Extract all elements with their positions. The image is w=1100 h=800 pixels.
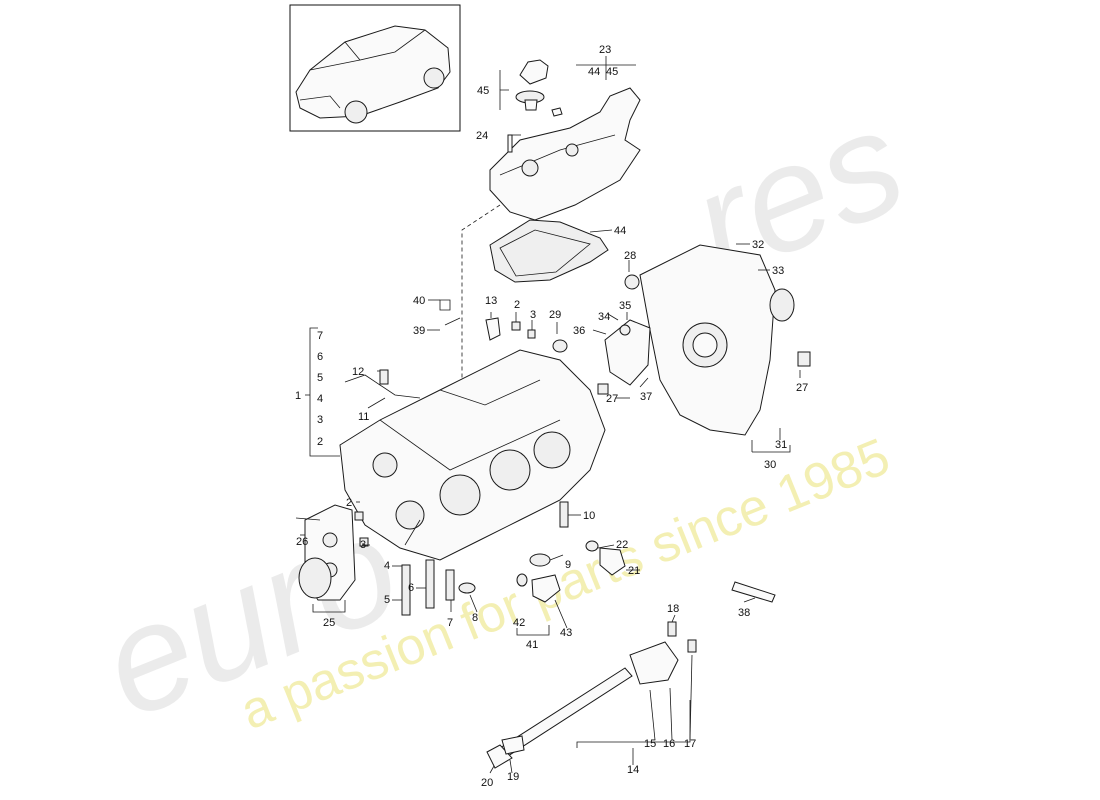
callout-16: 16 [663,738,675,750]
callout-43: 43 [560,627,572,639]
callout-23: 23 [599,44,611,56]
callout-4a: 4 [317,393,323,405]
callout-17: 17 [684,738,696,750]
callout-27b: 27 [606,393,618,405]
callout-39: 39 [413,325,425,337]
callout-28: 28 [624,250,636,262]
callout-3c: 3 [360,539,366,551]
callout-38: 38 [738,607,750,619]
timing-cover [639,244,811,436]
callout-18: 18 [667,603,679,615]
bracket [604,319,651,386]
callout-12: 12 [352,366,364,378]
callout-30: 30 [764,459,776,471]
intermediate-shaft [486,621,697,769]
callout-36: 36 [573,325,585,337]
callout-3a: 3 [317,414,323,426]
callout-22: 22 [616,539,628,551]
callout-27a: 27 [796,382,808,394]
callout-6b: 6 [408,582,414,594]
callout-10: 10 [583,510,595,522]
vehicle-thumbnail [289,4,461,132]
cover-gasket [489,219,609,283]
upper-cover [489,59,641,221]
callout-35: 35 [619,300,631,312]
callout-5a: 5 [317,372,323,384]
callout-7b: 7 [447,617,453,629]
callout-2c: 2 [346,497,352,509]
callout-7a: 7 [317,330,323,342]
callout-45a: 45 [477,85,489,97]
callout-2a: 2 [317,436,323,448]
callout-25: 25 [323,617,335,629]
callout-20: 20 [481,777,493,789]
rear-cover-plate [295,504,369,601]
callout-13: 13 [485,295,497,307]
callout-37: 37 [640,391,652,403]
callout-2b: 2 [514,299,520,311]
callout-33: 33 [772,265,784,277]
callout-14: 14 [627,764,639,776]
callout-5b: 5 [384,594,390,606]
callout-21: 21 [628,565,640,577]
callout-15: 15 [644,738,656,750]
callout-24: 24 [476,130,488,142]
callout-31: 31 [775,439,787,451]
callout-1: 1 [295,390,301,402]
sealant-tube [731,581,776,603]
callout-6a: 6 [317,351,323,363]
callout-44b: 44 [614,225,626,237]
engine-block [339,349,606,561]
callout-4b: 4 [384,560,390,572]
callout-3b: 3 [530,309,536,321]
leader-lines [300,56,801,774]
callout-9: 9 [565,559,571,571]
callout-26: 26 [296,536,308,548]
callout-11: 11 [358,411,369,423]
callout-19: 19 [507,771,519,783]
callout-40: 40 [413,295,425,307]
callout-45b: 45 [606,66,618,78]
callout-34: 34 [598,311,610,323]
callouts: 1 2 2 2 3 3 3 4 4 5 5 6 6 7 7 8 9 10 11 … [295,44,808,789]
callout-42: 42 [513,617,525,629]
callout-8: 8 [472,612,478,624]
callout-32: 32 [752,239,764,251]
callout-44a: 44 [588,66,600,78]
callout-41: 41 [526,639,538,651]
callout-29: 29 [549,309,561,321]
